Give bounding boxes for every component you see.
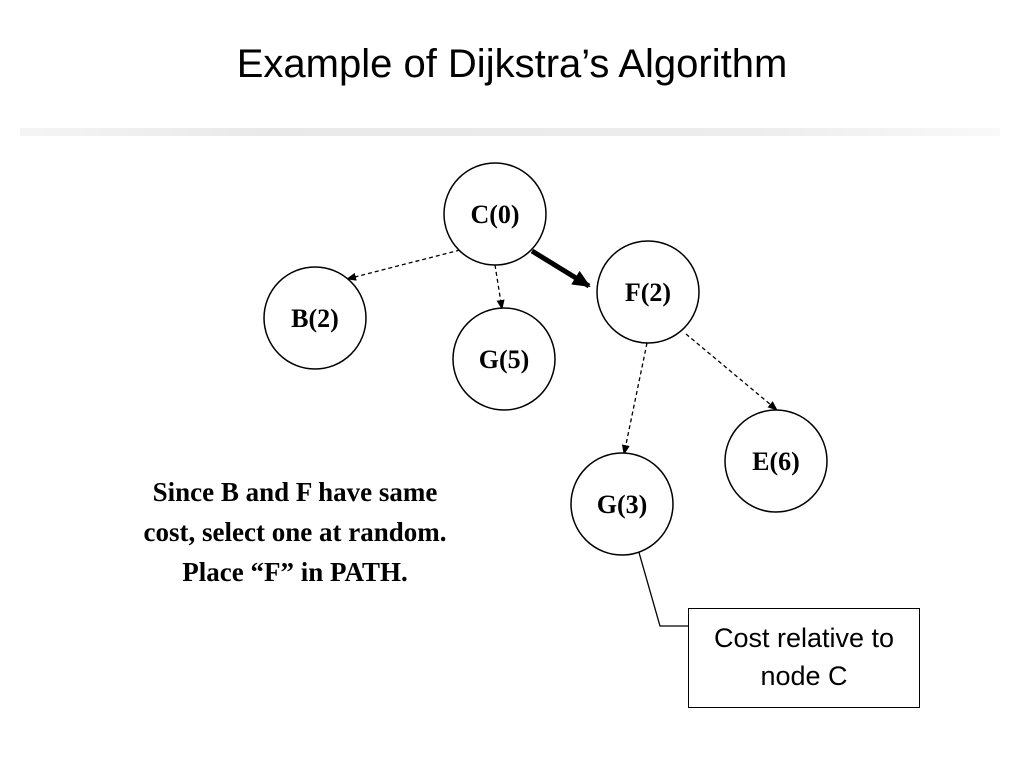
node-g3-label: G(3) [597,490,648,519]
node-e-label: E(6) [752,447,800,476]
node-e: E(6) [724,409,828,513]
callout-connector [631,527,688,627]
node-f: F(2) [596,240,700,344]
explanation-line-3: Place “F” in PATH. [182,557,408,587]
explanation-text: Since B and F have same cost, select one… [85,472,505,592]
slide-title: Example of Dijkstra’s Algorithm [236,42,788,86]
edge-c-b [346,249,461,281]
callout-line-2: node C [760,661,848,691]
node-g5-label: G(5) [479,345,530,374]
node-g3: G(3) [570,452,674,556]
callout-line-1: Cost relative to [713,623,895,653]
node-g5: G(5) [452,307,556,411]
explanation-line-1: Since B and F have same [152,477,438,507]
node-c: C(0) [443,162,547,266]
title-divider [20,128,1000,136]
edge-f-e [685,333,778,411]
node-b-label: B(2) [291,304,339,333]
cost-callout-box: Cost relative to node C [688,608,920,708]
edge-c-g5 [494,264,505,310]
edge-c-f-selected [530,248,591,289]
edge-f-g3 [621,342,648,455]
node-b: B(2) [263,266,367,370]
node-c-label: C(0) [470,200,519,229]
node-f-label: F(2) [625,278,671,307]
explanation-line-2: cost, select one at random. [143,517,447,547]
